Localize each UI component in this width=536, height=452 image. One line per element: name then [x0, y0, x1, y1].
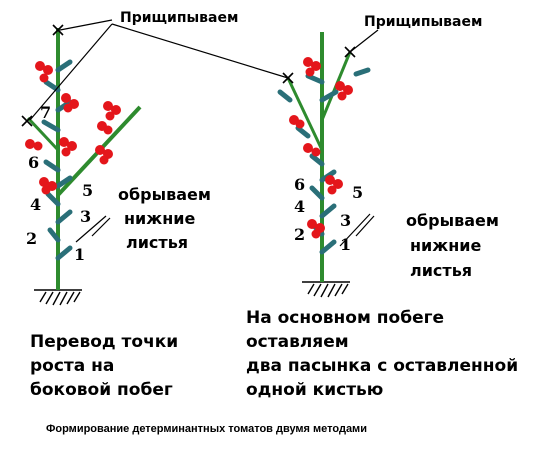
- leaf-number-right-2: 2: [294, 225, 305, 244]
- leaf-number-left-6: 6: [28, 153, 39, 172]
- pinch-label-left: Прищипываем: [120, 10, 238, 26]
- leaf-number-right-5: 5: [352, 183, 363, 202]
- strip-label-right-1: обрываем: [406, 211, 499, 230]
- strip-label-left-3: листья: [126, 233, 188, 252]
- leaf-number-left-2: 2: [26, 229, 37, 248]
- leaf-number-right-4: 4: [294, 197, 305, 216]
- leaf-number-right-3: 3: [340, 211, 351, 230]
- caption-right-3: два пасынка с оставленной: [246, 356, 518, 376]
- leaf-number-left-1: 1: [74, 245, 85, 264]
- strip-label-left-1: обрываем: [118, 185, 211, 204]
- right-plant: [277, 32, 371, 298]
- strip-label-right-2: нижние: [410, 236, 481, 255]
- left-ground: [34, 289, 82, 306]
- strip-label-right-3: листья: [410, 261, 472, 280]
- left-upper-branch: [26, 116, 60, 152]
- right-ground: [302, 281, 350, 298]
- leaf-number-left-4: 4: [30, 195, 41, 214]
- caption-left-3: боковой побег: [30, 380, 173, 400]
- strip-label-left-2: нижние: [124, 209, 195, 228]
- leaf-number-left-5: 5: [82, 181, 93, 200]
- left-pinch-marks: [21, 24, 64, 127]
- pinch-label-right: Прищипываем: [364, 14, 482, 30]
- leaf-number-right-6: 6: [294, 175, 305, 194]
- left-plant: [21, 24, 142, 306]
- leaf-number-right-1: 1: [340, 235, 351, 254]
- caption-right-2: оставляем: [246, 332, 349, 352]
- pointer-lines: [29, 19, 379, 247]
- leaf-number-left-7: 7: [40, 103, 51, 122]
- left-fruits: [25, 61, 121, 195]
- caption-right-4: одной кистью: [246, 380, 383, 400]
- leaf-number-left-3: 3: [80, 207, 91, 226]
- caption-right-1: На основном побеге: [246, 308, 444, 328]
- right-stepson-left: [286, 77, 324, 151]
- caption-left-1: Перевод точки: [30, 332, 178, 352]
- footer-caption: Формирование детерминантных томатов двум…: [46, 423, 367, 435]
- caption-left-2: роста на: [30, 356, 114, 376]
- right-fruits: [289, 57, 353, 239]
